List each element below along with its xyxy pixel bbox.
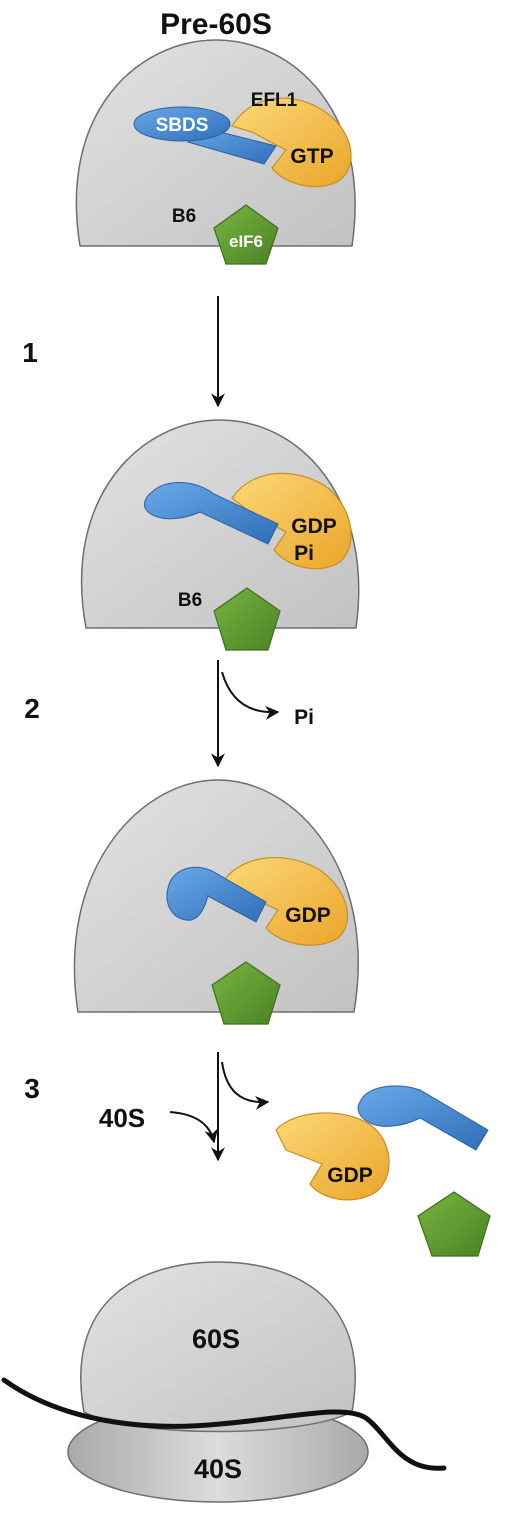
pre60s-subunit-2 [80, 419, 360, 629]
40s-label: 40S [194, 1454, 242, 1484]
pre60s-stage2: GDP Pi B6 [80, 419, 360, 651]
step-3-number: 3 [24, 1073, 40, 1104]
efl1-protein-3 [223, 856, 349, 946]
gdp-label-2: GDP [291, 515, 337, 538]
eif6-label: eIF6 [229, 232, 263, 251]
60s-label: 60S [192, 1324, 240, 1354]
pre60s-stage3: GDP [73, 779, 359, 1025]
pre60s-stage1: SBDS EFL1 GTP B6 eIF6 [75, 39, 356, 265]
pi-label-2: Pi [294, 542, 314, 565]
60s-subunit [80, 1261, 356, 1433]
eif6-protein-3 [211, 961, 281, 1025]
released-eif6-protein [417, 1191, 491, 1257]
sbds-protein-2 [144, 481, 279, 545]
subunit-join-arrow [169, 1111, 219, 1144]
pi-release-arrow [221, 671, 280, 720]
released-sbds-protein [357, 1085, 489, 1151]
sbds-protein-3 [166, 866, 267, 923]
sbds-protein [133, 106, 231, 142]
gtp-label: GTP [290, 145, 333, 168]
released-factors: GDP [275, 1085, 491, 1257]
step-2-number: 2 [24, 693, 40, 724]
gdp-label-3: GDP [285, 904, 331, 927]
efl1-protein [231, 97, 352, 188]
released-gdp-label: GDP [327, 1164, 373, 1187]
b6-site-label: B6 [172, 206, 196, 227]
efl1-label: EFL1 [251, 90, 298, 111]
factor-release-arrow [221, 1061, 270, 1110]
diagram-title: Pre-60S [160, 8, 272, 41]
sbds-label: SBDS [156, 115, 209, 136]
efl1-protein-2 [231, 472, 352, 570]
mrna-strand [1, 1377, 447, 1471]
eif6-protein [213, 204, 279, 265]
step-1-number: 1 [22, 337, 38, 368]
incoming-40s-label: 40S [99, 1103, 145, 1133]
b6-site-label-2: B6 [178, 590, 202, 611]
mature-ribosome: 60S 40S [1, 1261, 447, 1503]
released-pi-label: Pi [294, 706, 314, 729]
eif6-protein-2 [213, 587, 281, 651]
released-efl1-protein [275, 1112, 390, 1201]
